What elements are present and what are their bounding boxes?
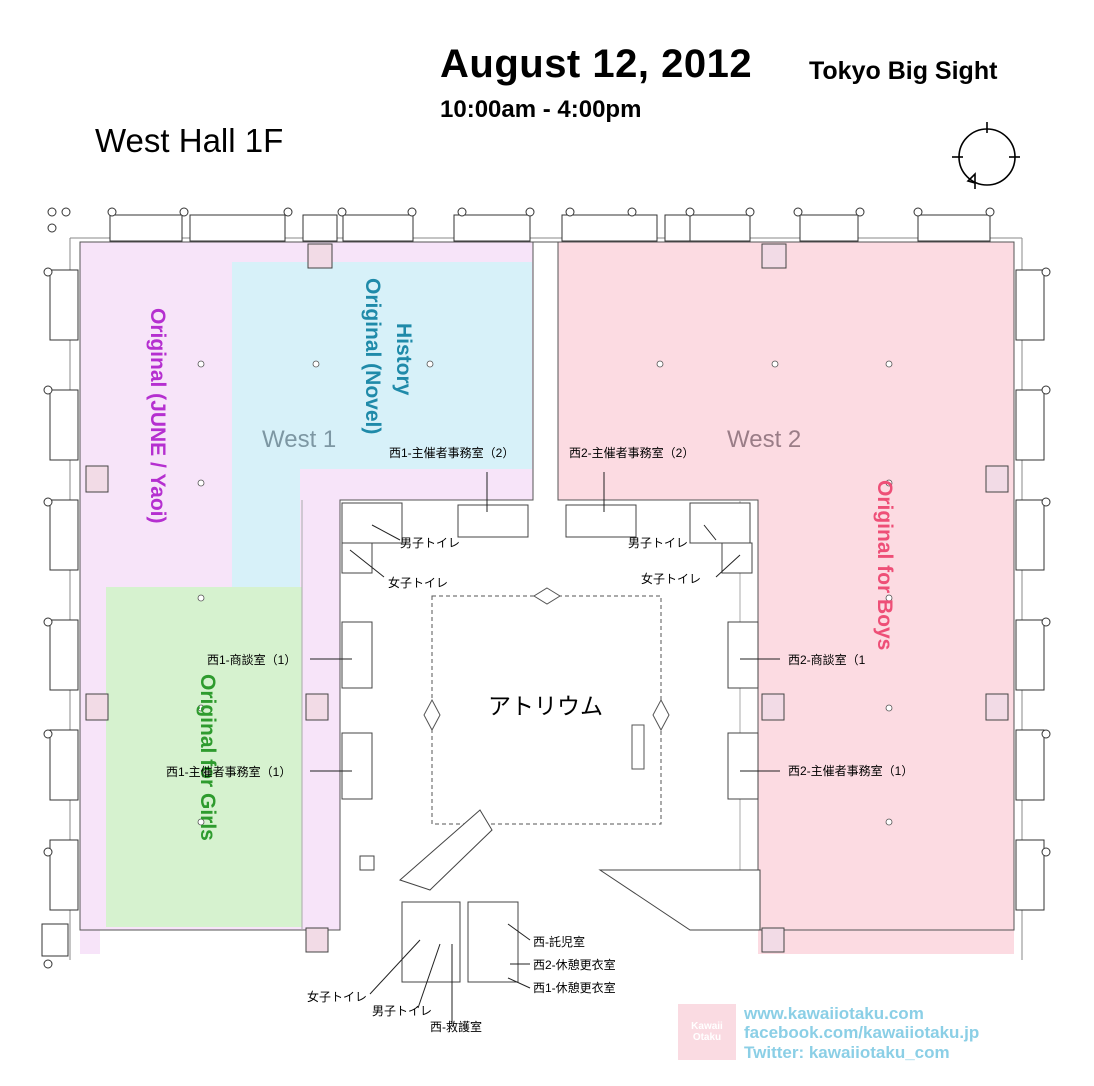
zone-boys-area	[558, 242, 1014, 954]
room-office2-2: 西2-主催者事務室（2）	[569, 446, 695, 460]
logo-line1: Kawaii	[691, 1021, 723, 1032]
room-mens-toilet-s: 男子トイレ	[372, 1004, 433, 1018]
room-office1-1: 西1-主催者事務室（1）	[166, 765, 292, 779]
zone-girls-area	[106, 587, 302, 927]
zone-june-label: Original (JUNE / Yaoi)	[146, 308, 169, 524]
zone-novel-area-2	[232, 469, 300, 587]
room-rest1: 西1-休憩更衣室	[533, 981, 616, 995]
logo-line2: Otaku	[692, 1032, 722, 1043]
event-hours: 10:00am - 4:00pm	[440, 96, 642, 123]
room-nursery: 西-託児室	[533, 935, 585, 949]
hall-west2-label: West 2	[727, 426, 802, 453]
event-date: August 12, 2012	[440, 42, 753, 86]
event-venue: Tokyo Big Sight	[809, 57, 998, 85]
zone-history-label: History	[392, 323, 415, 396]
hall-west1-label: West 1	[262, 426, 337, 453]
room-womens-toilet-w2: 女子トイレ	[641, 572, 702, 586]
room-womens-toilet-s: 女子トイレ	[307, 990, 368, 1004]
twitter-link[interactable]: Twitter: kawaiiotaku_com	[744, 1043, 950, 1062]
zone-novel-area	[232, 262, 532, 469]
facebook-link[interactable]: facebook.com/kawaiiotaku.jp	[744, 1023, 980, 1042]
room-first-aid: 西-救護室	[430, 1020, 482, 1034]
room-meeting2: 西2-商談室（1	[788, 653, 866, 667]
floor-title: West Hall 1F	[95, 122, 284, 159]
room-womens-toilet-w1: 女子トイレ	[388, 576, 449, 590]
stairwells	[85, 243, 1009, 953]
columns	[197, 360, 893, 826]
zone-girls-label: Original for Girls	[196, 674, 219, 841]
compass-icon	[952, 122, 1020, 189]
website-link[interactable]: www.kawaiiotaku.com	[744, 1004, 924, 1023]
room-mens-toilet-w1: 男子トイレ	[400, 536, 461, 550]
room-mens-toilet-w2: 男子トイレ	[628, 536, 689, 550]
zone-boys-label: Original for Boys	[873, 480, 896, 651]
zone-novel-label: Original (Novel)	[361, 278, 384, 435]
atrium-features	[423, 587, 670, 770]
room-office1-2: 西1-主催者事務室（2）	[389, 446, 515, 460]
atrium-label: アトリウム	[488, 693, 603, 719]
zone-fills	[80, 242, 1014, 954]
bay-posts	[43, 207, 1051, 969]
room-office2-1: 西2-主催者事務室（1）	[788, 764, 914, 778]
loading-bays	[41, 214, 1045, 957]
room-rest2: 西2-休憩更衣室	[533, 958, 616, 972]
room-meeting1: 西1-商談室（1）	[207, 653, 297, 667]
lower-structures	[359, 809, 761, 983]
kawaii-otaku-logo: Kawaii Otaku	[678, 1004, 736, 1060]
leader-lines	[310, 472, 780, 1024]
side-rooms	[341, 502, 759, 800]
